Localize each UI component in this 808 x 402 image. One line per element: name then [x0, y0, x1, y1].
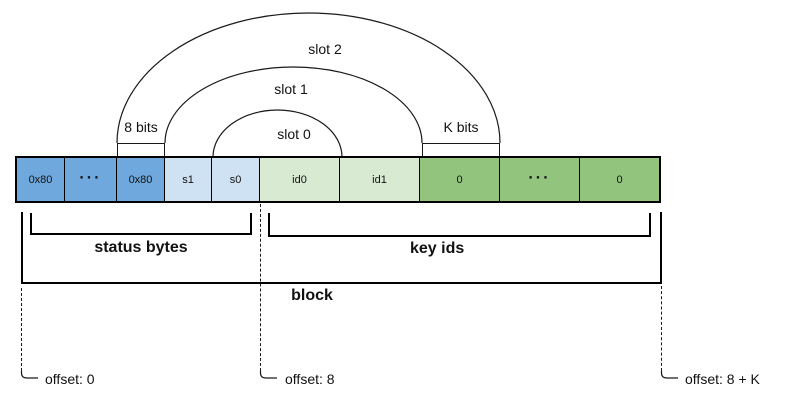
slot-1-label: slot 1 — [274, 81, 308, 97]
block-cell-status: 0x80 — [117, 158, 165, 201]
slot-2-label: slot 2 — [308, 41, 342, 57]
offset-8k-leader — [661, 286, 662, 371]
block-cell-ellipsis: ... — [65, 158, 117, 201]
block-cell-ellipsis: ... — [500, 158, 580, 201]
key-ids-label: key ids — [410, 240, 465, 257]
offset-0-hook — [20, 371, 38, 379]
offset-0-label: offset: 0 — [45, 371, 95, 387]
block-label: block — [291, 287, 333, 304]
block-cell-zero: 0 — [580, 158, 659, 201]
offset-0-leader — [21, 288, 22, 371]
block-cell-id1: id1 — [340, 158, 420, 201]
block-cell-status: 0x80 — [17, 158, 65, 201]
block-cell-s1: s1 — [165, 158, 212, 201]
offset-8k-label: offset: 8 + K — [685, 371, 760, 387]
block-cell-zero: 0 — [420, 158, 500, 201]
status-bytes-brace — [30, 213, 252, 235]
eight-bits-label: 8 bits — [124, 119, 158, 135]
block-cell-s0: s0 — [212, 158, 260, 201]
offset-8-hook — [259, 371, 277, 379]
slot-0-label: slot 0 — [277, 126, 311, 142]
k-bits-bracket — [422, 143, 500, 157]
block-cell-id0: id0 — [260, 158, 340, 201]
status-bytes-label: status bytes — [94, 239, 188, 256]
key-ids-brace — [268, 213, 651, 237]
k-bits-label: K bits — [443, 119, 479, 135]
offset-8-leader — [260, 204, 261, 371]
block-brace — [21, 212, 662, 284]
eight-bits-bracket — [117, 143, 165, 157]
block-cell-row: 0x80 ... 0x80 s1 s0 id0 id1 0 ... 0 — [15, 156, 661, 203]
offset-8k-hook — [660, 371, 678, 379]
offset-8-label: offset: 8 — [285, 371, 335, 387]
